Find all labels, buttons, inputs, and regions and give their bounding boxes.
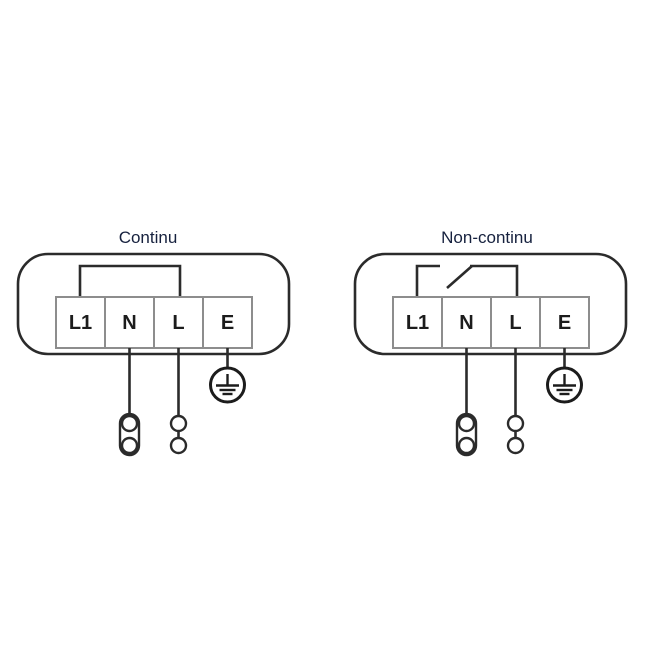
diagram-title-non-continu: Non-continu [441, 228, 533, 247]
terminal-label-l: L [509, 312, 521, 334]
switch-left-contact [415, 264, 440, 297]
terminal-block: L1 N L E [55, 296, 253, 349]
diagram-continu: Continu L1 N L E [16, 228, 291, 457]
connector-capsule-n [455, 412, 478, 457]
connector-ring-upper [506, 414, 525, 433]
diagram-title-continu: Continu [119, 228, 178, 247]
switch-right-contact [470, 264, 519, 297]
connector-capsule-n [118, 412, 141, 457]
connector-ring-upper [120, 414, 139, 433]
terminal-label-n: N [459, 312, 473, 334]
appliance-case-outline [16, 252, 291, 356]
terminal-cell-e[interactable] [202, 296, 253, 349]
terminal-label-e: E [558, 312, 571, 334]
connector-rings-l [506, 414, 525, 455]
connector-ring-upper [169, 414, 188, 433]
terminal-block: L1 N L E [392, 296, 590, 349]
terminal-label-l1: L1 [69, 312, 92, 334]
terminal-label-e: E [221, 312, 234, 334]
connector-rings-l [169, 414, 188, 455]
connector-ring-lower [457, 436, 476, 455]
terminal-label-n: N [122, 312, 136, 334]
connector-ring-lower [506, 436, 525, 455]
connector-ring-upper [457, 414, 476, 433]
diagram-non-continu: Non-continu L1 N L E [353, 228, 628, 457]
appliance-case-outline [353, 252, 628, 356]
connector-ring-lower [120, 436, 139, 455]
terminal-label-l1: L1 [406, 312, 429, 334]
earth-symbol [209, 366, 246, 404]
terminal-cell-e[interactable] [539, 296, 590, 349]
earth-symbol [546, 366, 583, 404]
switch-blade-open [446, 265, 473, 289]
terminal-cell-l1[interactable] [392, 296, 443, 349]
terminal-label-l: L [172, 312, 184, 334]
jumper-link-closed [78, 264, 182, 297]
terminal-cell-n[interactable] [441, 296, 492, 349]
terminal-cell-l1[interactable] [55, 296, 106, 349]
connector-ring-lower [169, 436, 188, 455]
